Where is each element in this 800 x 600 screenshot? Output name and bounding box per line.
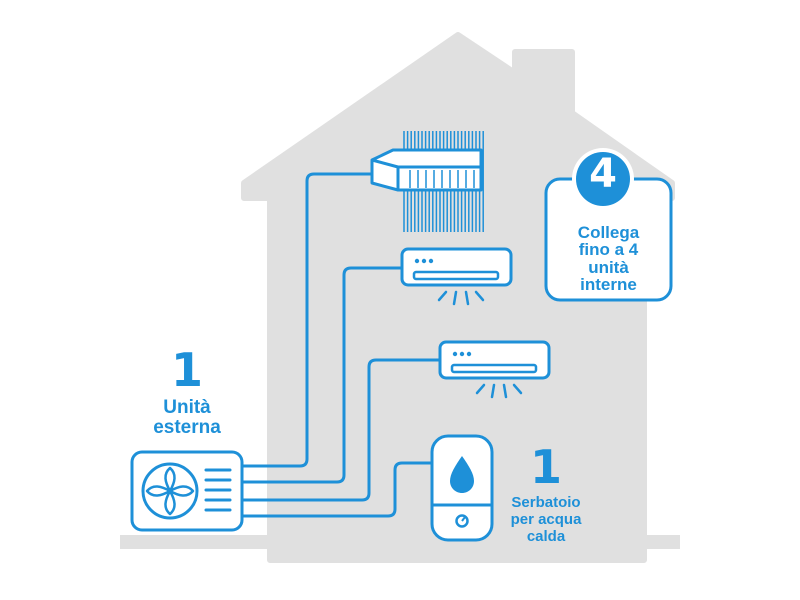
duct-front-slats [409, 170, 475, 188]
tank-label-line: Serbatoio [511, 494, 581, 511]
indoor-units-callout [544, 148, 673, 302]
pipe-to-split-unit-top [243, 266, 402, 484]
tank-label-line: calda [526, 527, 566, 545]
connection-pipes [243, 172, 440, 518]
outdoor-unit [130, 450, 244, 532]
outdoor-label-line: Unità [163, 397, 211, 418]
indoor-label-line: Collega [577, 223, 640, 242]
tank-count: 1 [529, 440, 562, 494]
duct-unit-icon [370, 131, 484, 232]
pipe-to-split-unit-bottom [243, 358, 440, 502]
vent-slats [204, 468, 232, 512]
outdoor-label-line: esterna [153, 416, 221, 438]
pipe-to-water-tank [243, 461, 432, 518]
split-unit-icon [400, 247, 513, 306]
tank-label: Serbatoio per acqua calda [494, 494, 598, 545]
tank-gauge [455, 514, 469, 528]
tank-label-line: per acqua [510, 510, 582, 528]
indoor-units-count: 4 [589, 151, 617, 197]
airflow-lines [475, 383, 523, 399]
water-drop-icon [450, 456, 474, 493]
airflow-lines [437, 290, 485, 306]
indoor-units-label: Collega fino a 4 unità interne [548, 223, 669, 294]
outdoor-unit-count: 1 [170, 343, 203, 397]
split-unit-icon [438, 340, 551, 399]
water-tank [430, 434, 494, 542]
outdoor-unit-label: Unità esterna [132, 398, 242, 438]
indoor-label-line: unità [588, 257, 629, 277]
indoor-label-line: fino a 4 [578, 240, 639, 260]
count-badge [576, 152, 630, 206]
pipe-to-duct-unit [243, 172, 374, 468]
fan-icon [141, 462, 199, 520]
indoor-label-line: interne [580, 274, 637, 294]
